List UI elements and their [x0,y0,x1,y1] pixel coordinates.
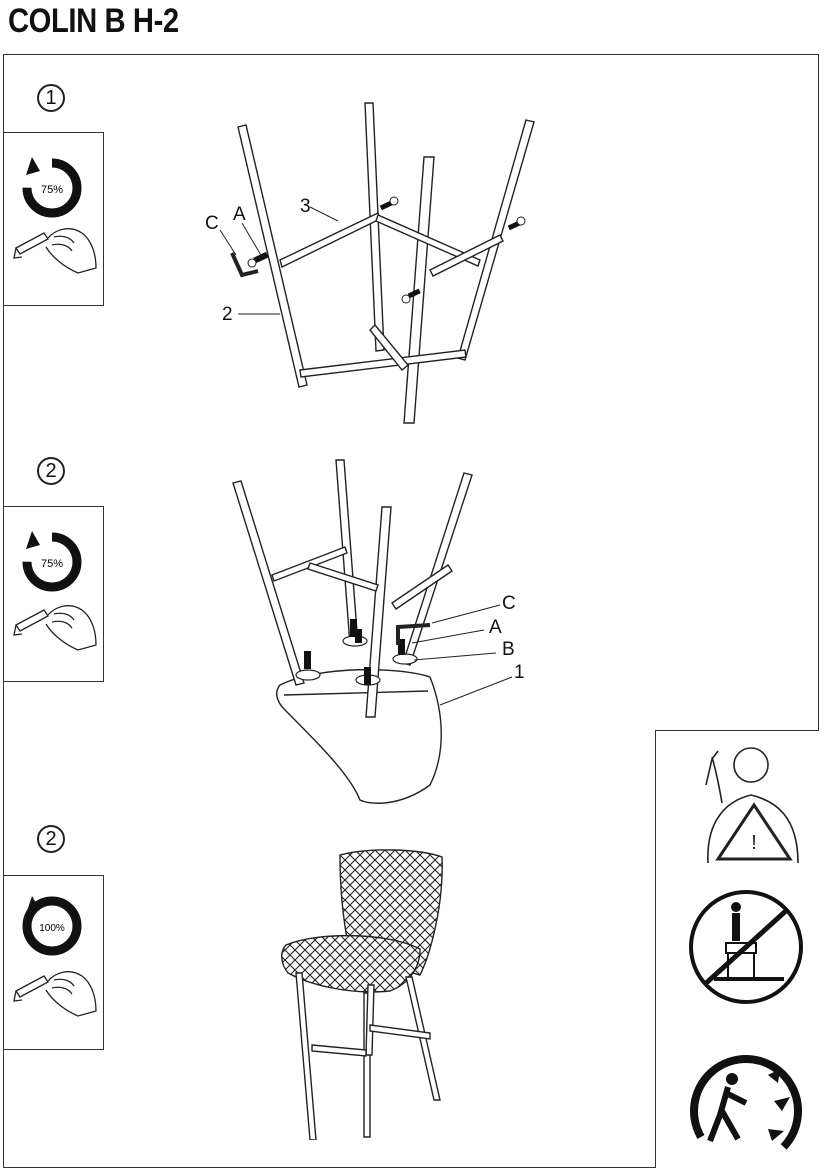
label-c: C [205,213,219,234]
stretcher [311,1044,367,1057]
page-title: COLIN B H-2 [8,2,179,40]
bolt-icon [401,288,421,304]
stretcher [391,564,453,610]
stretcher [279,212,381,268]
leg [365,506,392,718]
hand-allen-key-icon [13,605,97,651]
leg [364,102,385,352]
finished-bar-stool-drawing [281,849,443,1140]
step-number-1: 1 [37,84,65,112]
label-a: A [489,617,502,638]
torque-dial-icon: 100% [22,896,82,956]
stretcher [369,1024,431,1040]
bolt-icon [507,216,526,231]
stretcher [429,234,504,277]
leg [402,472,473,666]
safety-warnings-panel: ! [655,730,819,1168]
stretcher [369,323,409,371]
torque-dial-icon: 75% [22,157,82,218]
bolt-icon [304,651,311,669]
label-1: 1 [514,662,525,683]
bolt-icon [398,639,405,655]
torque-dial-icon: 75% [22,531,82,592]
label-2: 2 [222,304,233,325]
leg [237,124,308,388]
label-c: C [502,593,516,614]
seat-underside [276,668,442,804]
step-number-2: 2 [37,457,65,485]
stretcher [299,349,467,378]
label-3: 3 [300,196,311,217]
no-standing-on-chair-icon [689,890,803,1004]
torque-panel-1: 75% [3,132,104,306]
torque-value: 75% [41,184,63,196]
bolt-icon [247,251,269,268]
hand-allen-key-icon [13,971,97,1017]
bolt-icon [364,667,371,685]
leg [232,480,305,686]
hand-allen-key-icon [13,228,97,274]
step-number-3: 2 [37,825,65,853]
bolt-icon [379,196,399,211]
torque-value: 100% [39,923,65,934]
mounting-plate [392,653,418,665]
allen-key-icon [230,252,259,278]
bolt-icon [350,619,357,637]
svg-text:!: ! [751,832,757,854]
mounting-plate [295,669,321,681]
step1-leg-frame-drawing [219,102,535,424]
stretcher [307,562,379,592]
label-a: A [233,204,246,225]
leg [365,984,375,1056]
chair-seat [281,934,421,993]
leg [295,972,317,1140]
label-b: B [502,639,515,660]
stretcher [375,214,481,267]
torque-panel-2: 75% [3,506,104,682]
bolt-icon [355,629,362,643]
tipping-hazard-icon [690,1055,802,1167]
step2-seat-assembly-drawing [232,459,513,804]
warning-person-icon: ! [705,747,799,864]
allen-key-icon [396,623,431,645]
torque-value: 75% [41,558,63,570]
torque-panel-3: 100% [3,875,104,1050]
